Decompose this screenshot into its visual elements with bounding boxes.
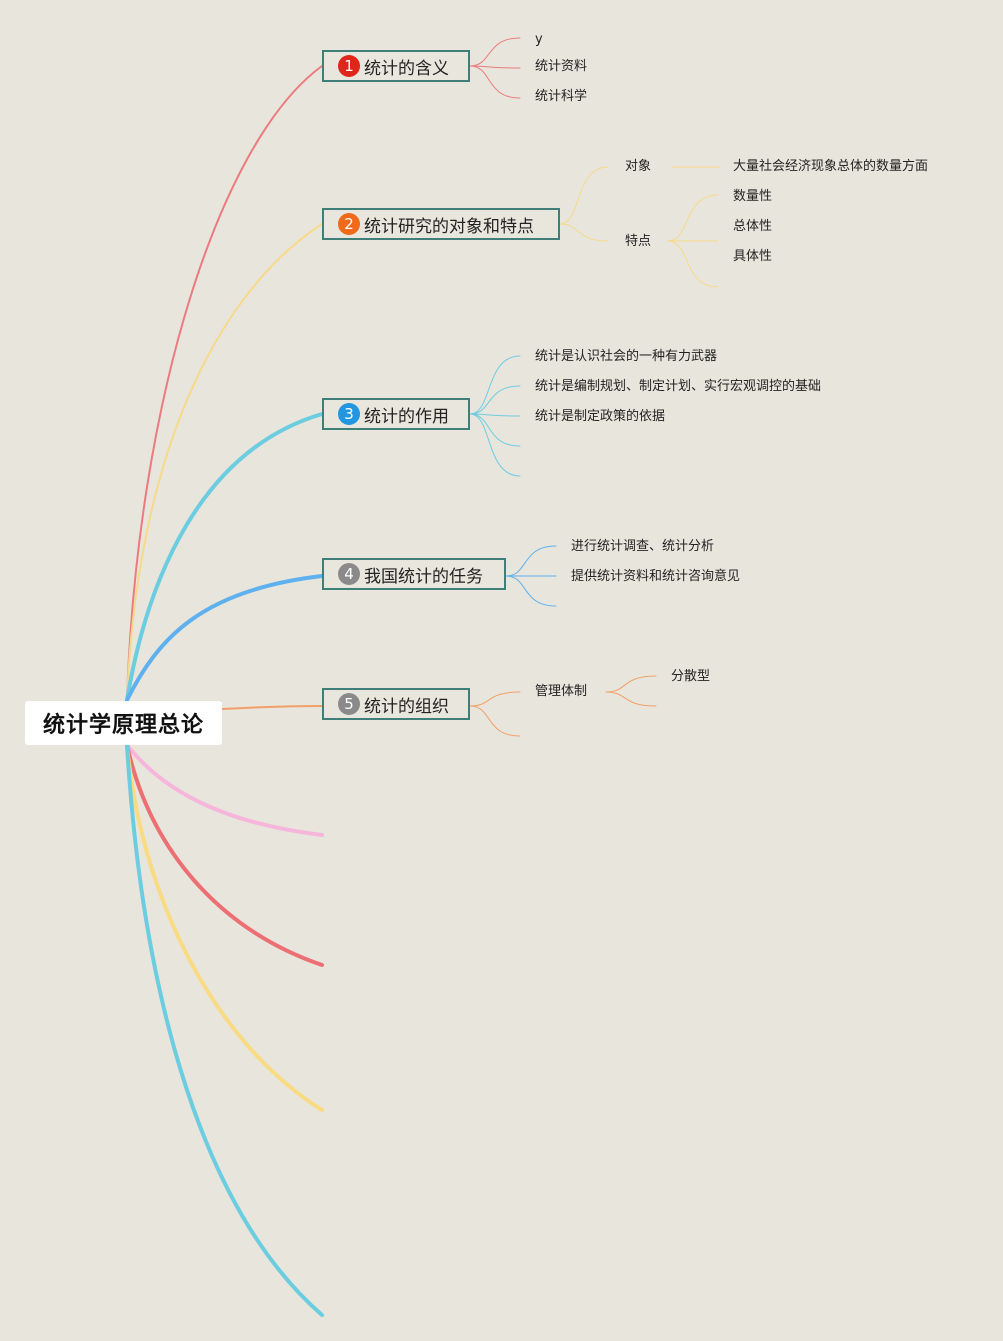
leaf-management-system[interactable]: 管理体制 [535,684,588,699]
topic1-link-1 [469,65,521,69]
leaf-concreteness[interactable]: 具体性 [733,249,773,264]
topic5-link-1 [469,705,521,737]
topic-organization[interactable]: 5 统计的组织 [322,688,470,720]
leaf-role-2[interactable]: 统计是编制规划、制定计划、实行宏观调控的基础 [535,379,822,394]
badge-1: 1 [338,55,360,77]
topic1-link-2 [469,65,521,99]
topic-role[interactable]: 3 统计的作用 [322,398,470,430]
topic-object-and-features[interactable]: 2 统计研究的对象和特点 [322,208,560,240]
features-link-0 [667,194,719,242]
topic-label: 统计的作用 [364,406,449,427]
topic2-link-0 [559,166,609,225]
root-node[interactable]: 统计学原理总论 [25,701,222,745]
branch-1 [126,65,323,701]
topic3-link-2 [469,413,521,417]
leaf-object[interactable]: 对象 [625,159,652,174]
badge-5: 5 [338,693,360,715]
topic3-link-1 [469,385,521,415]
topic3-link-3 [469,413,521,447]
leaf-decentralized[interactable]: 分散型 [671,669,711,684]
leaf-task-2[interactable]: 提供统计资料和统计咨询意见 [571,569,741,584]
topic3-link-0 [469,355,521,415]
leaf-task-1[interactable]: 进行统计调查、统计分析 [571,539,715,554]
badge-2: 2 [338,213,360,235]
topic2-link-1 [559,223,609,242]
leaf-role-1[interactable]: 统计是认识社会的一种有力武器 [535,349,718,364]
branch-9 [125,743,324,1317]
leaf-totality[interactable]: 总体性 [733,219,773,234]
branch-8 [125,743,324,1112]
features-link-2 [667,240,719,288]
leaf-y[interactable]: y [535,32,543,47]
leaf-object-detail[interactable]: 大量社会经济现象总体的数量方面 [733,159,929,174]
topic1-link-0 [469,37,521,67]
topic5-link-0 [469,691,521,707]
branch-5 [221,705,323,710]
topic4-link-0 [505,545,557,577]
management-link-1 [605,691,657,707]
branch-4 [125,574,324,702]
topic-tasks[interactable]: 4 我国统计的任务 [322,558,506,590]
branch-7 [125,743,324,967]
badge-3: 3 [338,403,360,425]
branch-3 [125,412,324,702]
topic3-link-4 [469,413,521,477]
topic-label: 统计的组织 [364,696,449,717]
branch-2 [126,223,323,701]
leaf-role-3[interactable]: 统计是制定政策的依据 [535,409,666,424]
leaf-statistical-science[interactable]: 统计科学 [535,89,588,104]
badge-4: 4 [338,563,360,585]
topic-meaning[interactable]: 1 统计的含义 [322,50,470,82]
topic-label: 统计的含义 [364,58,449,79]
topic4-link-2 [505,575,557,607]
leaf-statistical-data[interactable]: 统计资料 [535,59,588,74]
management-link-0 [605,675,657,693]
topic-label: 我国统计的任务 [364,566,483,587]
topic-label: 统计研究的对象和特点 [364,216,534,237]
leaf-features[interactable]: 特点 [625,234,652,249]
leaf-quantitative[interactable]: 数量性 [733,189,773,204]
branch-6 [125,743,324,837]
root-label: 统计学原理总论 [42,713,204,738]
